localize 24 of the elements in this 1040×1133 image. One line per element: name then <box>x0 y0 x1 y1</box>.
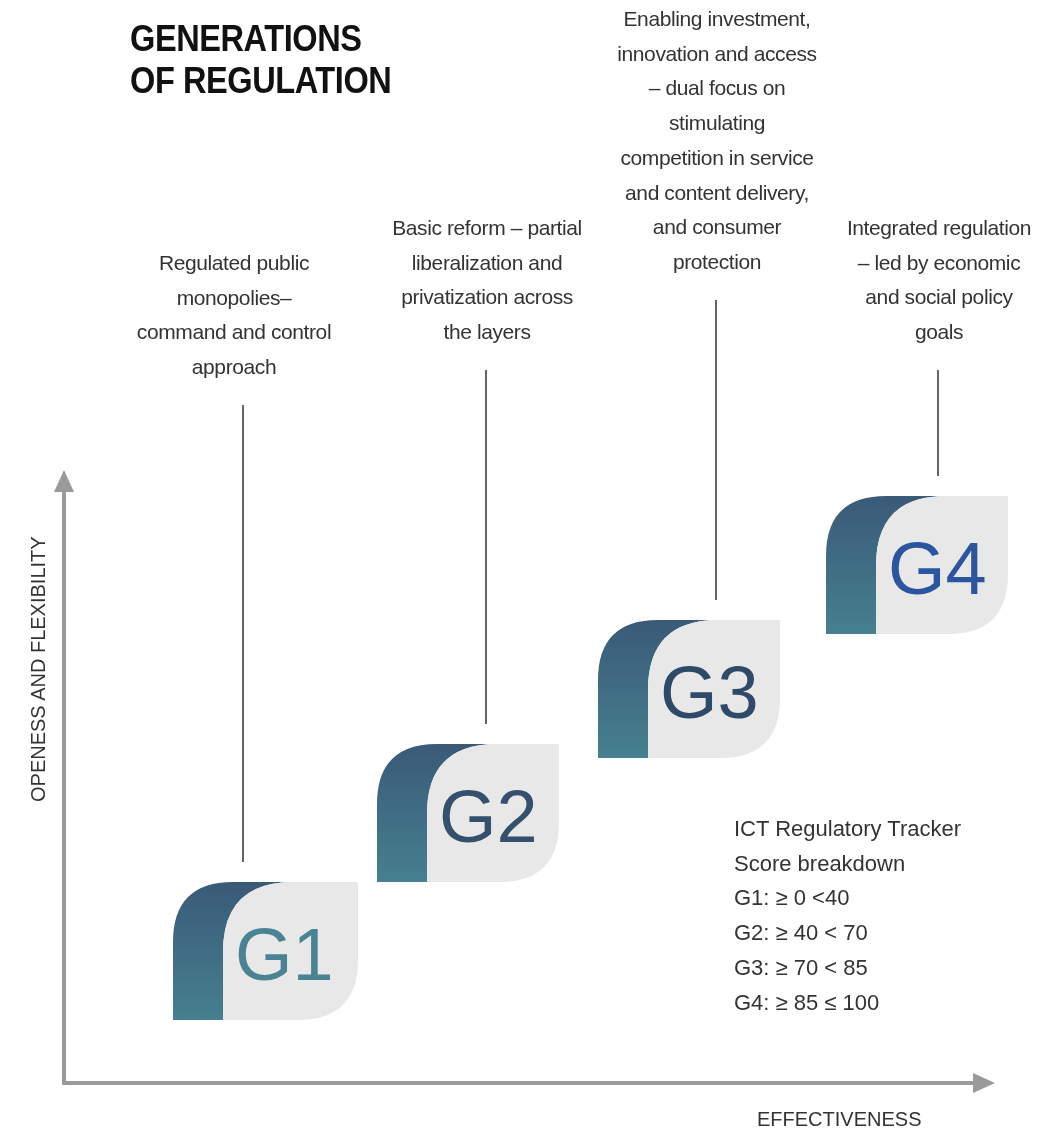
generation-tile <box>173 882 358 1020</box>
axis-label: OPENESS AND FLEXIBILITY <box>26 536 50 802</box>
score-range: G3: ≥ 70 < 85 <box>734 954 868 982</box>
leader-line <box>242 404 244 863</box>
score-range: G1: ≥ 0 <40 <box>734 884 850 912</box>
description-text: Regulated public monopolies– command and control approach <box>134 246 334 385</box>
tile-label: G3 <box>660 653 759 733</box>
generation-tile <box>598 620 780 758</box>
score-range: G4: ≥ 85 ≤ 100 <box>734 989 880 1017</box>
leader-line <box>937 369 939 477</box>
score-heading: ICT Regulatory Tracker Score breakdown <box>734 815 962 878</box>
leader-line <box>715 299 717 601</box>
description-text: Basic reform – partial liberalization and privatization across the layers <box>387 211 587 350</box>
description-text: Enabling investment, innovation and access – dual focus on stimulating competition in service and content delivery, and consumer protection <box>617 2 817 280</box>
score-range: G2: ≥ 40 < 70 <box>734 919 868 947</box>
leader-line <box>485 369 487 725</box>
generation-tile <box>377 744 559 882</box>
title: GENERATIONS OF REGULATION <box>130 18 393 102</box>
axis-label: EFFECTIVENESS <box>757 1107 922 1132</box>
tile-label: G1 <box>235 915 334 995</box>
description-text: Integrated regulation – led by economic and social policy goals <box>842 211 1036 350</box>
tile-label: G4 <box>888 529 987 609</box>
generation-tile <box>826 496 1008 634</box>
tile-label: G2 <box>439 777 538 857</box>
